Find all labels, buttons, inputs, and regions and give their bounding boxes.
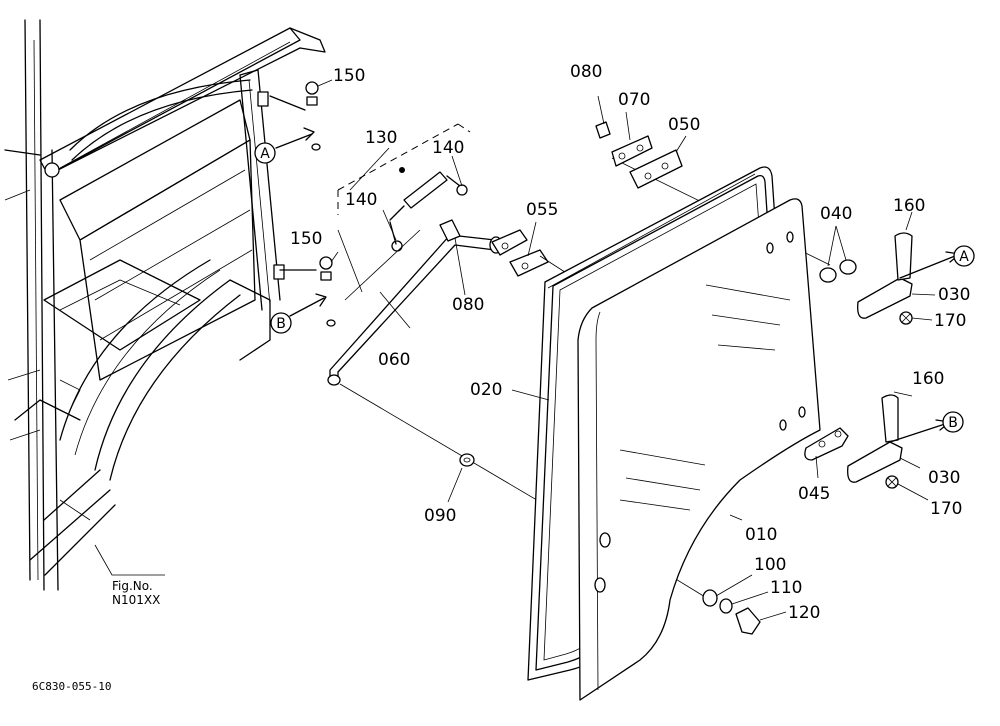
callout-050: 050 (668, 115, 700, 135)
ref-b-left: B (276, 316, 286, 332)
ref-b-right: B (948, 415, 958, 431)
callout-130: 130 (365, 128, 397, 148)
callout-090: 090 (424, 506, 456, 526)
callout-140-right: 140 (432, 138, 464, 158)
ref-circle-b-right (942, 411, 964, 433)
callout-080-mid: 080 (452, 295, 484, 315)
callout-070: 070 (618, 90, 650, 110)
callout-170-bottom: 170 (930, 499, 962, 519)
ref-circle-a-right (953, 245, 975, 267)
callout-140-left: 140 (345, 190, 377, 210)
figure-info: Fig.No. N101XX 6C830-055-10 (32, 579, 160, 693)
frame-fittings (269, 79, 339, 327)
ref-circle-a-left (254, 142, 276, 164)
callout-030-bottom: 030 (928, 468, 960, 488)
callout-170-top: 170 (934, 311, 966, 331)
upper-latch (819, 211, 961, 325)
callout-010: 010 (745, 525, 777, 545)
ref-a-left: A (260, 146, 270, 162)
top-hinge-plates (595, 95, 687, 189)
cab-frame (4, 19, 326, 591)
lower-latch (804, 391, 951, 501)
ref-a-right: A (959, 249, 969, 265)
part-callouts: 150 150 130 140 140 080 070 050 055 080 … (290, 62, 970, 623)
callout-100: 100 (754, 555, 786, 575)
callout-060: 060 (378, 350, 410, 370)
fig-no-value: N101XX (112, 593, 160, 607)
rod-060 (327, 219, 549, 386)
callout-040: 040 (820, 204, 852, 224)
gas-strut-assembly (337, 123, 471, 301)
callout-030-top: 030 (938, 285, 970, 305)
callout-110: 110 (770, 578, 802, 598)
callout-120: 120 (788, 603, 820, 623)
callout-160-top: 160 (893, 196, 925, 216)
reference-markers: A B A B (254, 142, 975, 433)
callout-080-top: 080 (570, 62, 602, 82)
callout-045: 045 (798, 484, 830, 504)
door-glass-010 (511, 198, 821, 701)
callout-150-top: 150 (333, 66, 365, 86)
ref-circle-b-left (270, 312, 292, 334)
callout-055: 055 (526, 200, 558, 220)
bottom-fasteners (447, 453, 787, 635)
fig-no-label: Fig.No. (112, 579, 153, 593)
callout-020: 020 (470, 380, 502, 400)
callout-150-bottom: 150 (290, 229, 322, 249)
callout-160-bottom: 160 (912, 369, 944, 389)
drawing-code: 6C830-055-10 (32, 680, 111, 693)
